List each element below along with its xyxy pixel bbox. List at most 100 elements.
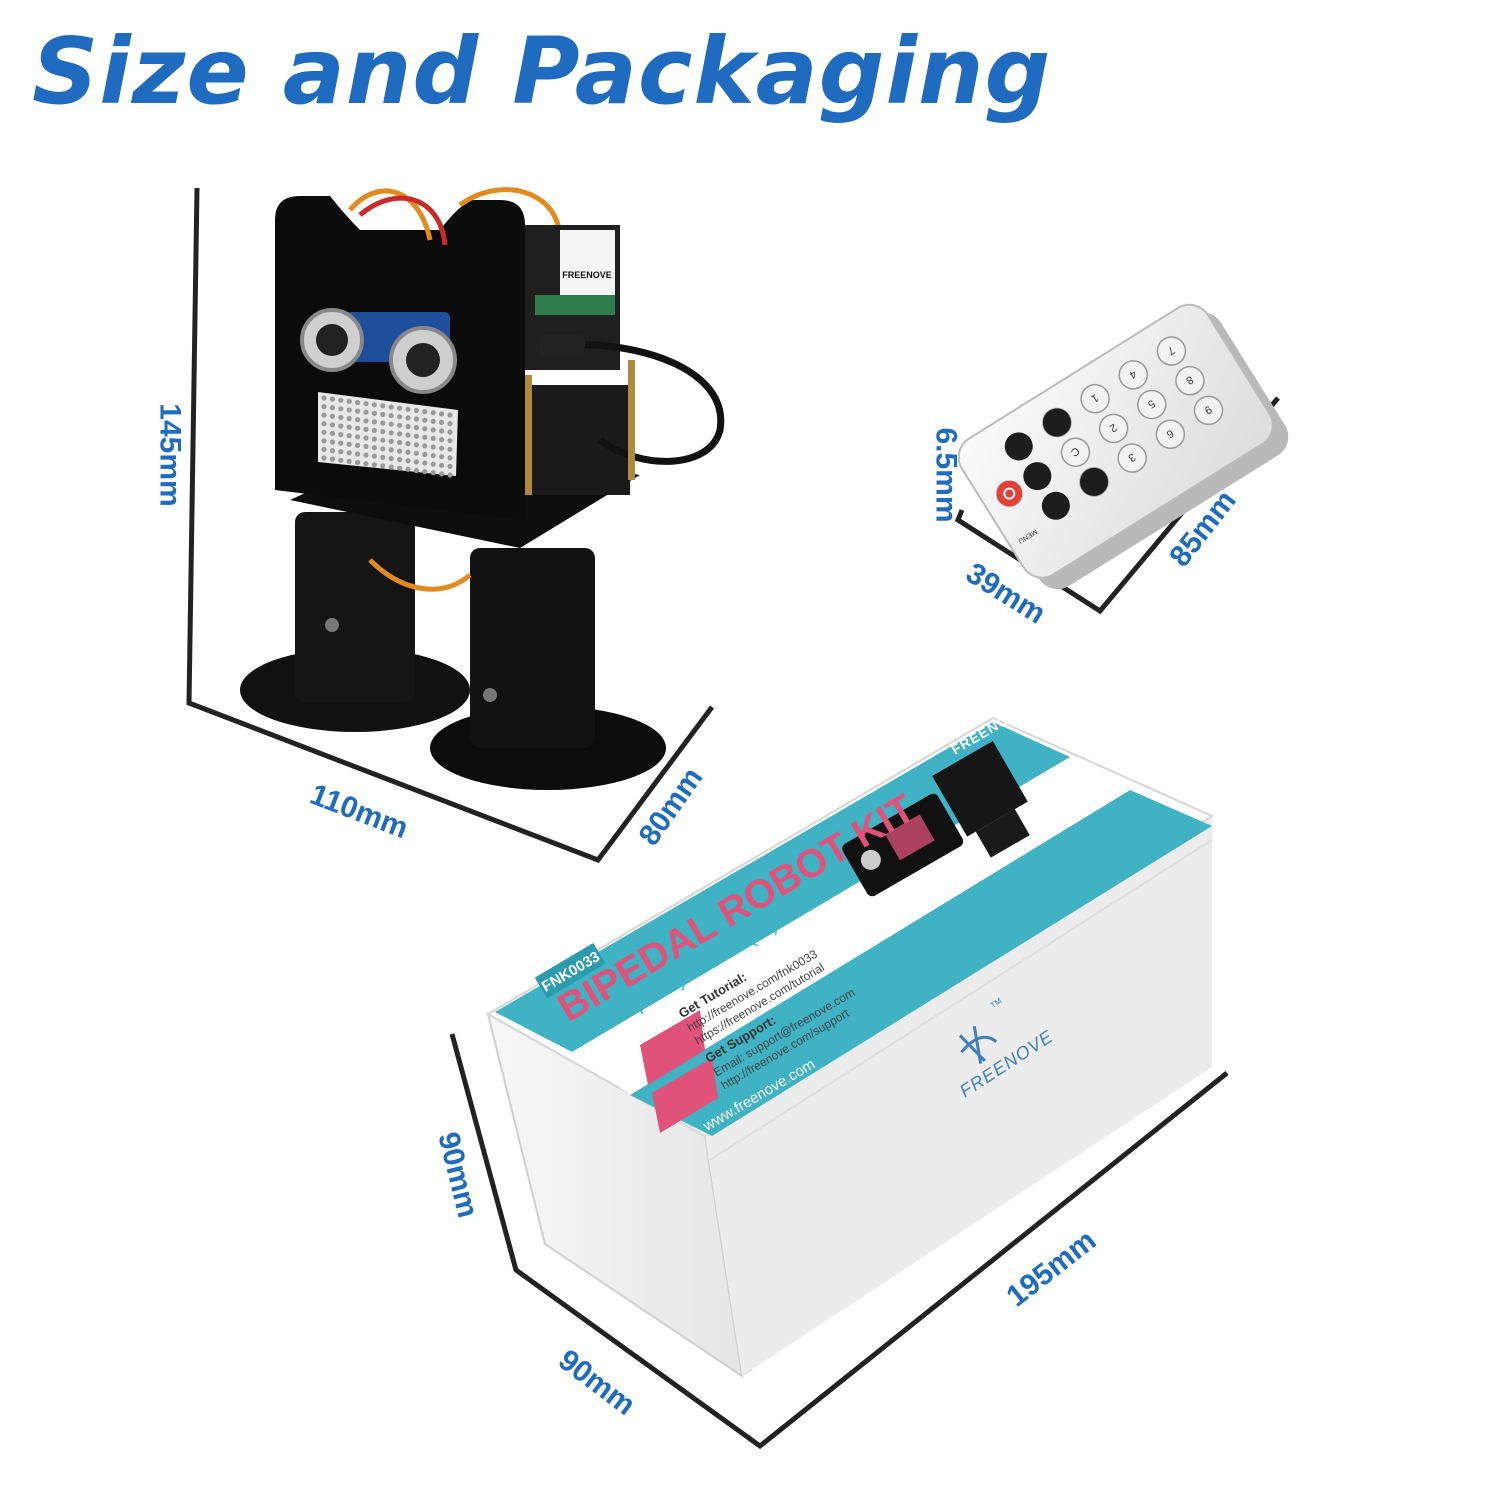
remote-button[interactable] <box>1076 379 1115 418</box>
box-robot-image <box>842 741 1030 897</box>
remote-button[interactable] <box>1189 391 1228 430</box>
freenove-logo-mark <box>958 1025 998 1064</box>
box-tutorial-panel <box>640 1010 705 1085</box>
robot-power-cable <box>559 340 725 465</box>
led-dot <box>397 431 403 437</box>
led-dot <box>355 399 361 406</box>
led-dot <box>380 454 386 460</box>
led-dot <box>447 472 453 478</box>
led-dot <box>355 417 361 423</box>
remote-control-button[interactable] <box>1018 457 1057 496</box>
robot-board-brand: FREENOVE <box>562 270 612 280</box>
led-dot <box>397 448 403 454</box>
led-dot <box>321 446 327 452</box>
led-dot <box>380 403 386 409</box>
led-dot <box>321 429 327 435</box>
led-dot <box>422 443 428 449</box>
remote-button-label: 3 <box>1126 451 1138 464</box>
led-dot <box>439 462 445 468</box>
led-dot <box>355 408 361 414</box>
remote-control-button[interactable] <box>999 427 1038 466</box>
remote-button-grid: 7410852C963TESTMENU <box>999 332 1228 544</box>
led-dot <box>371 410 377 416</box>
remote-button-label: 1 <box>1089 391 1101 404</box>
remote-control-button[interactable] <box>1038 403 1077 442</box>
led-dot <box>439 437 445 443</box>
led-dot <box>413 467 419 474</box>
led-dot <box>422 460 428 466</box>
led-dot <box>380 437 386 443</box>
led-dot <box>388 413 394 419</box>
led-dot <box>413 416 419 422</box>
box-support-panel <box>652 1058 718 1133</box>
led-dot <box>447 421 453 427</box>
remote-button[interactable] <box>1056 433 1095 472</box>
led-dot <box>405 466 411 472</box>
remote-button[interactable] <box>1171 361 1210 400</box>
led-dot <box>346 415 352 422</box>
led-dot <box>346 458 352 464</box>
robot-left-leg <box>295 512 415 702</box>
remote-button-label: 6 <box>1164 427 1176 440</box>
remote-button[interactable] <box>1113 439 1152 478</box>
remote-button[interactable] <box>1114 356 1153 395</box>
led-dot <box>329 439 335 445</box>
led-dot <box>430 470 436 476</box>
led-dot <box>321 404 327 410</box>
remote-button[interactable] <box>1152 332 1191 371</box>
led-dot <box>439 454 445 460</box>
led-dot <box>363 426 369 432</box>
led-dot <box>355 425 361 431</box>
led-dot <box>338 423 344 429</box>
led-dot <box>430 453 436 459</box>
remote-button-label: 9 <box>1202 403 1214 416</box>
led-dot <box>388 455 394 462</box>
led-dot <box>329 405 335 411</box>
led-dot <box>413 450 419 456</box>
led-dot <box>355 459 361 466</box>
led-dot <box>371 453 377 459</box>
remote-button[interactable] <box>1133 385 1172 424</box>
led-dot <box>346 441 352 447</box>
led-dot <box>430 444 436 450</box>
led-dot <box>371 445 377 451</box>
led-dot <box>397 422 403 428</box>
remote-power-button[interactable] <box>991 476 1027 512</box>
led-dot <box>388 421 394 427</box>
led-dot <box>346 398 352 404</box>
led-dot <box>363 435 369 441</box>
led-dot <box>447 455 453 461</box>
remote-button[interactable] <box>1094 409 1133 448</box>
led-dot <box>430 427 436 433</box>
led-dot <box>397 414 403 420</box>
robot-right-leg <box>470 548 595 748</box>
robot-height-label: 145mm <box>153 403 187 507</box>
led-dot <box>405 458 411 464</box>
led-dot <box>430 435 436 441</box>
led-dot <box>413 442 419 448</box>
remote-illustration: 7410852C963TESTMENU <box>957 303 1289 590</box>
led-dot <box>447 446 453 452</box>
led-dot <box>329 413 335 419</box>
led-dot <box>413 433 419 439</box>
led-dot <box>439 419 445 425</box>
led-dot <box>413 425 419 431</box>
led-dot <box>447 412 453 418</box>
remote-control-button[interactable] <box>1075 463 1114 502</box>
remote-control-button[interactable] <box>1037 486 1076 525</box>
led-dot <box>321 438 327 444</box>
led-dot <box>338 397 344 403</box>
led-dot <box>363 443 369 450</box>
led-dot <box>371 462 377 468</box>
led-dot <box>430 410 436 416</box>
led-dot <box>447 429 453 435</box>
led-dot <box>405 432 411 438</box>
led-dot <box>422 409 428 415</box>
robot-illustration: FREENOVE <box>240 187 725 790</box>
led-dot <box>430 418 436 424</box>
led-dot <box>380 420 386 426</box>
remote-thickness-label: 6.5mm <box>929 427 963 523</box>
led-dot <box>388 464 394 470</box>
remote-button[interactable] <box>1151 415 1190 454</box>
